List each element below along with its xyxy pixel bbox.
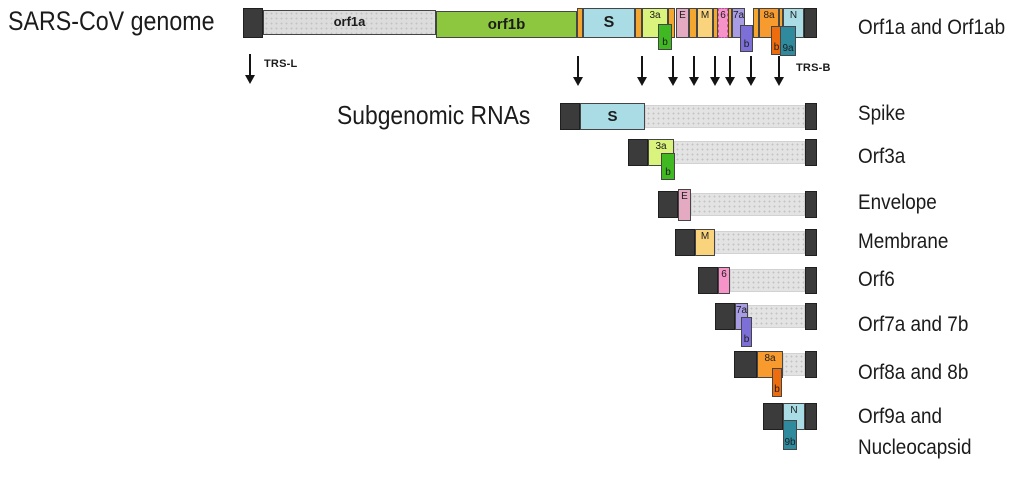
trs-b-arrow-4: [688, 56, 699, 86]
gene-segment-sg-N-label: N: [790, 405, 798, 416]
row-label-sg-N: Orf9a and: [858, 405, 943, 428]
row-right-block: [805, 403, 817, 430]
trs-l-arrow: [244, 54, 255, 84]
gene-segment-sg-S: S: [580, 103, 645, 130]
gene-segment-sg-orf8b: b: [772, 368, 782, 397]
gene-segment-sg-orf8b-label: b: [774, 383, 780, 395]
rna-bar: [748, 305, 805, 328]
row-label-sg-M: Membrane: [858, 230, 949, 253]
row-left-block: [628, 139, 648, 166]
rna-bar: [783, 353, 805, 376]
gene-segment-sg-M-label: M: [700, 231, 710, 242]
gene-segment-M-label: M: [700, 10, 710, 21]
gene-segment-sg-orf3a-label: 3a: [655, 141, 667, 152]
row-right-block: [805, 351, 817, 378]
gene-segment-five-prime-block: [243, 8, 263, 38]
gene-segment-orf1b-label: orf1b: [487, 15, 526, 33]
row-left-block: [715, 303, 735, 330]
trs-b-arrow-3: [667, 56, 678, 86]
diagram-title: SARS-CoV genome: [8, 6, 215, 36]
gene-segment-sg-orf7b-label: b: [743, 333, 750, 345]
gene-segment-N-label: N: [789, 10, 798, 21]
gene-segment-orf7a-label: 7a: [732, 10, 745, 21]
row-right-block: [805, 103, 817, 130]
gene-segment-trs-site-5: [713, 8, 718, 38]
trs-b-arrow-1: [572, 56, 583, 86]
gene-segment-orf6-label: 6: [720, 10, 726, 21]
gene-segment-orf1b: orf1b: [436, 11, 577, 38]
gene-segment-orf6: 6: [718, 8, 728, 38]
gene-segment-sg-orf9b: 9b: [783, 420, 797, 450]
gene-segment-trs-site-1: [577, 8, 583, 38]
row-left-block: [658, 191, 678, 218]
genome-right-label: Orf1a and Orf1ab: [858, 16, 1006, 39]
gene-segment-sg-orf3b-label: b: [665, 166, 671, 178]
rna-bar: [715, 231, 805, 254]
row-right-block: [805, 139, 817, 166]
gene-segment-sg-E: E: [678, 189, 691, 221]
row-left-block: [734, 351, 757, 378]
row-left-block: [698, 267, 718, 294]
trs-b-arrow-6: [724, 56, 735, 86]
gene-segment-orf8a-label: 8a: [763, 10, 775, 21]
gene-segment-sg-orf6-label: 6: [721, 269, 727, 280]
gene-segment-orf9a-label: 9a: [782, 42, 794, 54]
gene-segment-sg-orf8a-label: 8a: [764, 353, 776, 364]
gene-segment-orf7b: b: [740, 25, 753, 52]
rna-bar: [691, 193, 805, 216]
row-left-block: [675, 229, 695, 256]
gene-segment-trs-site-7: [753, 8, 759, 38]
trs-b-arrow-7: [745, 56, 756, 86]
row-label-sg-N-line2: Nucleocapsid: [858, 436, 972, 459]
row-right-block: [805, 191, 817, 218]
trs-l-label: TRS-L: [264, 58, 298, 70]
gene-segment-orf3a-label: 3a: [649, 10, 661, 21]
gene-segment-E: E: [676, 8, 689, 38]
rna-bar: [645, 105, 805, 128]
gene-segment-orf1a: orf1a: [263, 10, 436, 35]
rna-bar: [730, 269, 805, 292]
rna-bar: [674, 141, 805, 164]
gene-segment-orf8b-label: b: [773, 41, 780, 53]
gene-segment-M: M: [697, 8, 713, 38]
gene-segment-sg-orf7b: b: [741, 317, 752, 347]
trs-b-arrow-2: [636, 56, 647, 86]
gene-segment-trs-site-2: [635, 8, 642, 38]
gene-segment-sg-orf3b: b: [661, 153, 675, 180]
gene-segment-orf7b-label: b: [743, 38, 750, 50]
gene-segment-S-label: S: [603, 13, 615, 31]
row-label-sg-S: Spike: [858, 102, 906, 125]
gene-segment-trs-site-6: [728, 8, 732, 38]
row-label-sg-orf7a: Orf7a and 7b: [858, 313, 969, 336]
gene-segment-sg-orf6: 6: [718, 267, 730, 294]
gene-segment-sg-orf9b-label: 9b: [784, 436, 796, 448]
gene-segment-orf1a-label: orf1a: [333, 14, 366, 30]
gene-segment-orf3b-label: b: [662, 36, 668, 48]
gene-segment-E-label: E: [679, 10, 686, 21]
row-left-block: [560, 103, 580, 130]
gene-segment-three-prime-block: [804, 8, 817, 38]
gene-segment-sg-M: M: [695, 229, 715, 256]
trs-b-label: TRS-B: [796, 62, 831, 74]
gene-segment-sg-S-label: S: [607, 107, 618, 125]
row-label-sg-orf6: Orf6: [858, 268, 895, 291]
trs-b-arrow-8: [773, 56, 784, 86]
gene-segment-trs-site-4: [689, 8, 697, 38]
row-label-sg-orf3a: Orf3a: [858, 145, 906, 168]
row-right-block: [805, 267, 817, 294]
trs-b-arrow-5: [709, 56, 720, 86]
row-right-block: [805, 303, 817, 330]
row-label-sg-E: Envelope: [858, 191, 937, 214]
row-right-block: [805, 229, 817, 256]
gene-segment-orf3b: b: [658, 24, 672, 50]
gene-segment-S: S: [583, 8, 635, 38]
row-left-block: [763, 403, 783, 430]
gene-segment-orf9a: 9a: [780, 26, 796, 56]
gene-segment-sg-E-label: E: [681, 191, 688, 202]
subgenomic-rnas-title: Subgenomic RNAs: [337, 100, 531, 130]
gene-segment-sg-orf7a-label: 7a: [735, 305, 748, 316]
row-label-sg-orf8a: Orf8a and 8b: [858, 361, 969, 384]
